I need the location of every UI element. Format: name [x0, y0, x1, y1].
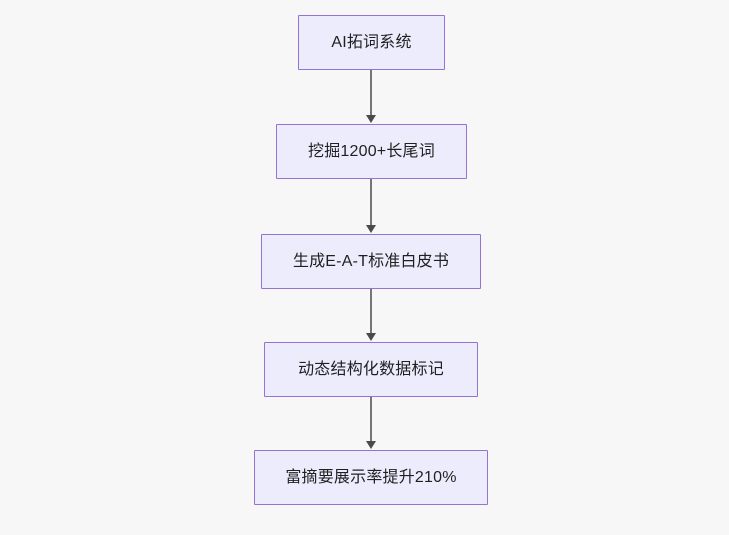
arrowhead-n1-to-n2-icon — [366, 115, 376, 123]
edge-n3-to-n4 — [370, 289, 372, 334]
arrowhead-n3-to-n4-icon — [366, 333, 376, 341]
arrowhead-n4-to-n5-icon — [366, 441, 376, 449]
arrowhead-n2-to-n3-icon — [366, 225, 376, 233]
edge-n4-to-n5 — [370, 397, 372, 442]
flowchart-node-n3-label: 生成E-A-T标准白皮书 — [292, 252, 450, 270]
flowchart-node-n1-label: AI拓词系统 — [331, 33, 412, 51]
flowchart-node-n3[interactable]: 生成E-A-T标准白皮书 — [261, 234, 481, 289]
flowchart-node-n4[interactable]: 动态结构化数据标记 — [264, 342, 478, 397]
edge-n2-to-n3 — [370, 179, 372, 226]
flowchart-node-n2[interactable]: 挖掘1200+长尾词 — [276, 124, 467, 179]
flowchart-node-n2-label: 挖掘1200+长尾词 — [308, 142, 435, 160]
flowchart-node-n5-label: 富摘要展示率提升210% — [285, 468, 457, 486]
flowchart-node-n5[interactable]: 富摘要展示率提升210% — [254, 450, 488, 505]
flowchart-node-n4-label: 动态结构化数据标记 — [298, 360, 444, 378]
flowchart-node-n1[interactable]: AI拓词系统 — [298, 15, 445, 70]
edge-n1-to-n2 — [370, 70, 372, 116]
